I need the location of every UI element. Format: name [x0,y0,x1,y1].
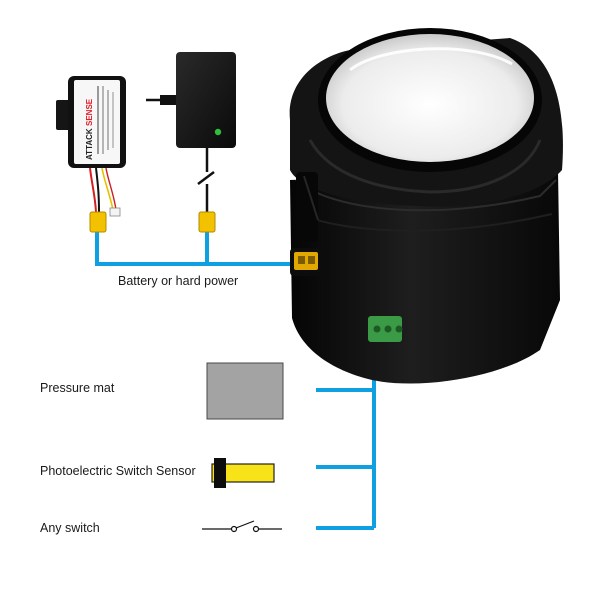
battery-pack: ATTACK SENSE [56,76,126,233]
led-indicator [214,128,222,136]
power-adapter [146,52,236,233]
trigger-device [289,28,563,384]
power-label: Battery or hard power [118,274,239,288]
any-switch-label: Any switch [40,521,100,535]
battery-connector [89,211,107,233]
cable-break-mark [197,171,215,185]
battery-brand-suffix: SENSE [85,98,94,126]
dome-lens [326,34,534,162]
switch-symbol [202,520,282,533]
photoelectric-label: Photoelectric Switch Sensor [40,464,196,478]
adapter-connector [198,211,216,233]
photoelectric-sensor-symbol [211,458,275,488]
pressure-mat-label: Pressure mat [40,381,115,395]
battery-brand-prefix: ATTACK [85,128,94,160]
battery-label-fineprint [97,86,114,154]
power-wire [95,232,310,266]
pressure-mat-symbol [206,362,284,420]
